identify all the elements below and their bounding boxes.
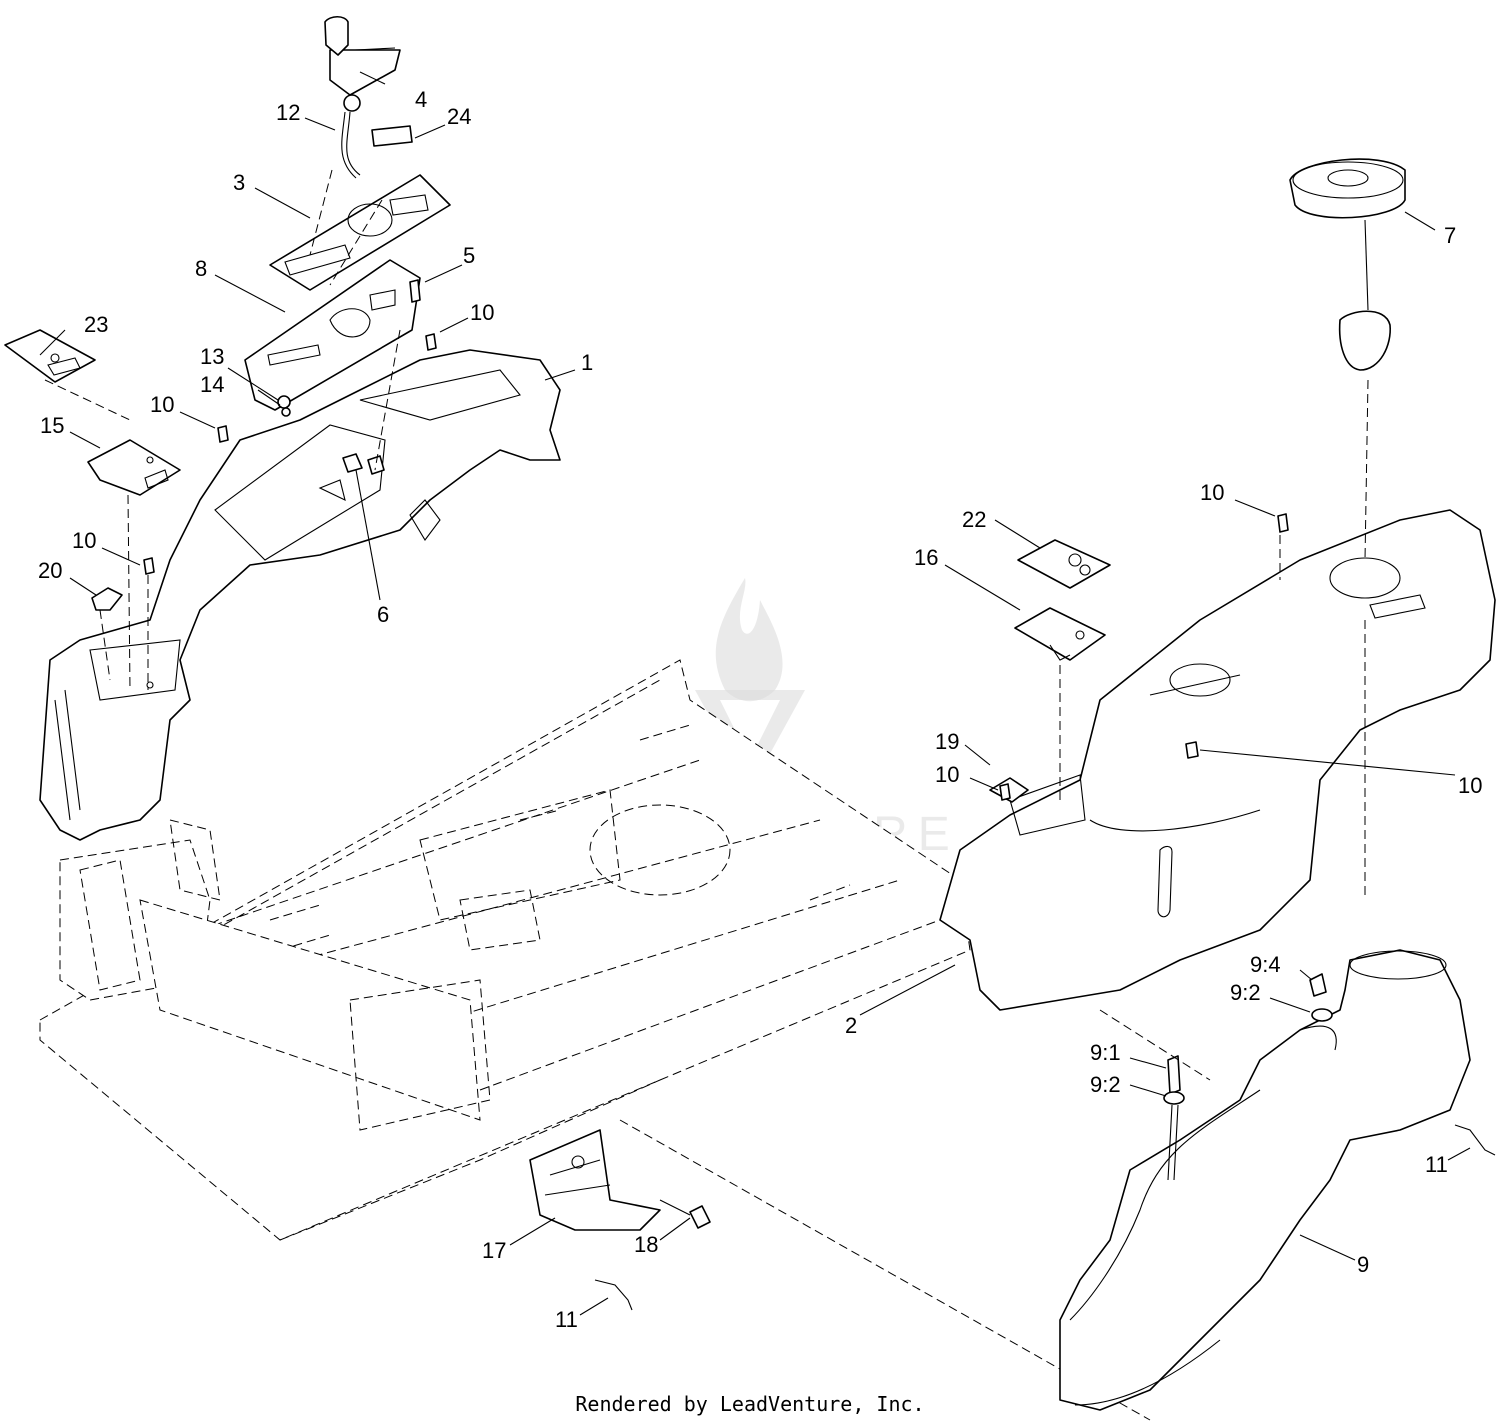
callout-9: 9 (1357, 1252, 1369, 1277)
part-10-screws (143, 333, 1289, 801)
render-credit: Rendered by LeadVenture, Inc. (575, 1392, 925, 1416)
part-11-clip-right (1454, 1124, 1496, 1156)
part-7-fuel-cap (1289, 158, 1406, 371)
part-9-2-grommet-b (1163, 1091, 1185, 1181)
part-11-clip-bottom (594, 1279, 633, 1311)
part-8-control-plate (244, 259, 421, 411)
callout-10-d: 10 (1200, 480, 1224, 505)
part-1-left-fender (39, 349, 561, 841)
callout-6: 6 (377, 602, 389, 627)
callout-10-b: 10 (470, 300, 494, 325)
leader-lines (39, 71, 1471, 1316)
callout-23: 23 (84, 312, 108, 337)
part-18-bolt (659, 1199, 711, 1229)
callout-8: 8 (195, 256, 207, 281)
part-24-decal (371, 125, 413, 147)
callout-4: 4 (415, 87, 427, 112)
part-16-bezel (1014, 607, 1106, 661)
callout-11-right: 11 (1425, 1152, 1448, 1177)
callout-7: 7 (1444, 223, 1456, 248)
assembly-lines (44, 169, 1369, 1081)
callout-9-2-lower: 9:2 (1090, 1072, 1121, 1097)
callout-11-bottom: 11 (555, 1307, 578, 1332)
part-17-bracket (529, 1129, 661, 1231)
callout-24: 24 (447, 104, 471, 129)
callout-2: 2 (845, 1013, 857, 1038)
part-12-choke-cable (341, 94, 361, 179)
callout-20: 20 (38, 558, 62, 583)
callout-9-4: 9:4 (1250, 952, 1281, 977)
callout-17: 17 (482, 1238, 506, 1263)
callout-10-c: 10 (72, 528, 96, 553)
callout-16: 16 (914, 545, 938, 570)
callout-15: 15 (40, 413, 64, 438)
callout-9-2-upper: 9:2 (1230, 980, 1261, 1005)
part-9-4-fitting (1309, 973, 1327, 997)
callout-5: 5 (463, 243, 475, 268)
callout-10-f: 10 (935, 762, 959, 787)
callout-13: 13 (200, 344, 224, 369)
part-6-clip (342, 453, 385, 475)
part-20-plug (91, 587, 123, 611)
part-3-decal-panel (269, 174, 451, 291)
callout-22: 22 (962, 507, 986, 532)
part-23-decal (4, 329, 96, 383)
part-15-bezel (87, 439, 181, 496)
part-22-decal (1017, 539, 1111, 589)
callout-12: 12 (276, 100, 300, 125)
callout-10-e: 10 (1458, 773, 1482, 798)
callout-1: 1 (581, 350, 593, 375)
callout-9-1: 9:1 (1090, 1040, 1121, 1065)
callout-14: 14 (200, 372, 224, 397)
part-2-right-fender (939, 509, 1496, 1011)
part-9-2-grommet-a (1311, 1008, 1333, 1022)
callout-19: 19 (935, 729, 959, 754)
part-9-fuel-tank (1059, 949, 1471, 1411)
callout-18: 18 (634, 1232, 658, 1257)
part-9-1-pickup (1167, 1055, 1181, 1095)
part-4-throttle-lever (324, 15, 401, 96)
callout-labels: 1 2 3 4 5 6 7 8 9 9:1 9:2 9:2 9:4 10 10 … (38, 87, 1482, 1332)
part-5-screw (409, 279, 421, 303)
part-13-14-hardware (277, 395, 291, 417)
callout-10-a: 10 (150, 392, 174, 417)
callout-3: 3 (233, 170, 245, 195)
